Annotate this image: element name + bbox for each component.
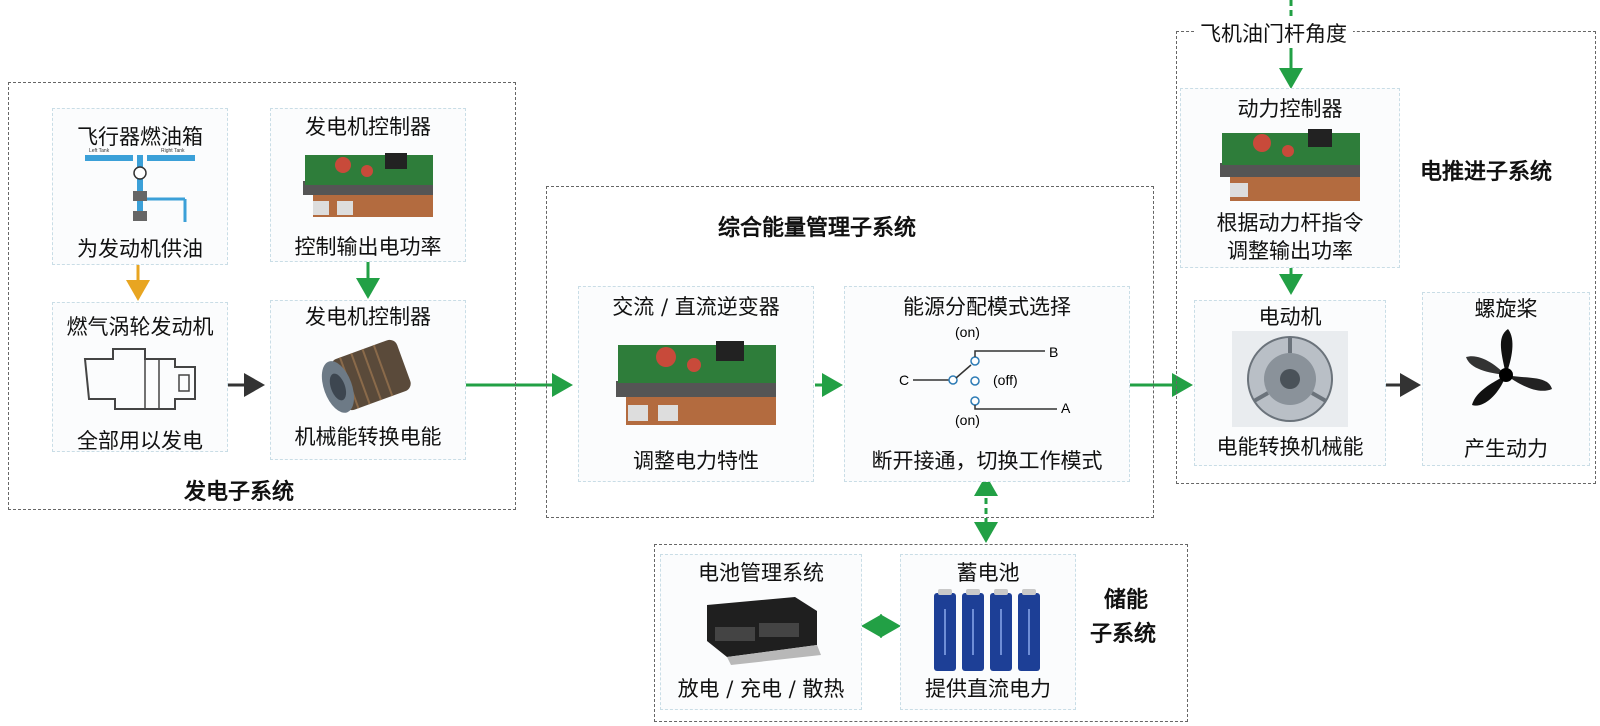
switch-b-label: B <box>1049 344 1058 360</box>
card-generator-controller-desc: 控制输出电功率 <box>294 235 442 259</box>
group-energy-storage <box>654 544 1188 722</box>
power-controller-board-icon <box>1220 129 1360 201</box>
switch-a-label: A <box>1061 400 1071 416</box>
card-battery-management-desc: 放电 / 充电 / 散热 <box>677 677 845 701</box>
card-gas-turbine[interactable]: 燃气涡轮发动机 全部用以发电 <box>52 302 228 453</box>
card-power-controller-desc-1: 根据动力杆指令 <box>1216 211 1364 235</box>
card-propeller-desc: 产生动力 <box>1464 437 1548 461</box>
svg-text:Left Tank: Left Tank <box>89 148 110 154</box>
group-propulsion <box>1176 31 1596 484</box>
card-battery-desc: 提供直流电力 <box>925 677 1051 701</box>
card-mode-switch-title: 能源分配模式选择 <box>903 295 1071 319</box>
group-storage-title-1: 储能 <box>1104 588 1149 613</box>
card-mode-switch-desc: 断开接通，切换工作模式 <box>871 449 1103 473</box>
group-energy-management-title: 综合能量管理子系统 <box>718 216 917 241</box>
card-generator-controller[interactable]: 发电机控制器 控制输出电功率 <box>270 108 466 262</box>
card-inverter-desc: 调整电力特性 <box>633 449 759 473</box>
card-generator-desc: 机械能转换电能 <box>294 425 442 449</box>
group-storage-title-2: 子系统 <box>1090 622 1157 647</box>
card-generator-title: 发电机控制器 <box>305 305 431 329</box>
card-inverter-title: 交流 / 直流逆变器 <box>612 295 780 319</box>
inverter-board-icon <box>616 341 776 425</box>
card-gas-turbine-title: 燃气涡轮发动机 <box>66 315 214 339</box>
card-generator-controller-title: 发电机控制器 <box>305 115 431 139</box>
throttle-angle-label: 飞机油门杆角度 <box>1194 18 1353 48</box>
card-mode-switch[interactable]: 能源分配模式选择 (on) B C (off) A (on) 断开接通，切换工作… <box>844 286 1130 482</box>
card-power-controller-desc-2: 调整输出功率 <box>1227 239 1353 263</box>
card-propeller[interactable]: 螺旋桨 产生动力 <box>1422 292 1590 466</box>
card-electric-motor-title: 电动机 <box>1258 305 1322 329</box>
group-generation <box>8 82 516 510</box>
card-fuel-tank-desc: 为发动机供油 <box>77 237 203 261</box>
switch-c-label: C <box>899 372 909 388</box>
switch-on-bottom-label: (on) <box>955 412 980 428</box>
fuel-system-schematic-icon: Left Tank Right Tank <box>85 148 195 222</box>
svg-text:Right Tank: Right Tank <box>161 148 185 154</box>
switch-on-top-label: (on) <box>955 324 980 340</box>
card-electric-motor-desc: 电能转换机械能 <box>1216 435 1364 459</box>
battery-management-unit-icon <box>707 597 821 665</box>
group-generation-title: 发电子系统 <box>184 480 295 505</box>
electric-motor-icon <box>1232 331 1348 427</box>
card-fuel-tank-title: 飞行器燃油箱 <box>77 125 203 149</box>
card-power-controller-title: 动力控制器 <box>1237 97 1343 121</box>
card-propeller-title: 螺旋桨 <box>1474 297 1538 321</box>
card-electric-motor[interactable]: 电动机 电能转换机械能 <box>1194 300 1386 466</box>
card-power-controller[interactable]: 动力控制器 根据动力杆指令 调整输出功率 <box>1180 88 1400 268</box>
battery-cells-icon <box>934 589 1040 671</box>
card-gas-turbine-desc: 全部用以发电 <box>77 429 203 453</box>
switch-off-label: (off) <box>993 372 1018 388</box>
card-generator[interactable]: 发电机控制器 机械能转换电能 <box>270 300 466 460</box>
card-battery-management-title: 电池管理系统 <box>698 561 824 585</box>
generator-motor-icon <box>321 339 411 413</box>
card-battery[interactable]: 蓄电池 提供直流电力 <box>900 554 1076 710</box>
gas-turbine-icon <box>83 348 196 410</box>
group-energy-management <box>546 186 1154 518</box>
propeller-icon <box>1466 329 1552 406</box>
card-battery-title: 蓄电池 <box>956 561 1020 585</box>
group-propulsion-title: 电推进子系统 <box>1420 160 1553 185</box>
card-battery-management[interactable]: 电池管理系统 放电 / 充电 / 散热 <box>660 554 862 710</box>
switch-schematic-icon: (on) B C (off) A (on) <box>899 324 1071 428</box>
circuit-board-icon <box>303 153 433 217</box>
card-fuel-tank[interactable]: 飞行器燃油箱 Left Tank Right Tank 为发动机供油 <box>52 108 228 265</box>
card-inverter[interactable]: 交流 / 直流逆变器 调整电力特性 <box>578 286 814 482</box>
